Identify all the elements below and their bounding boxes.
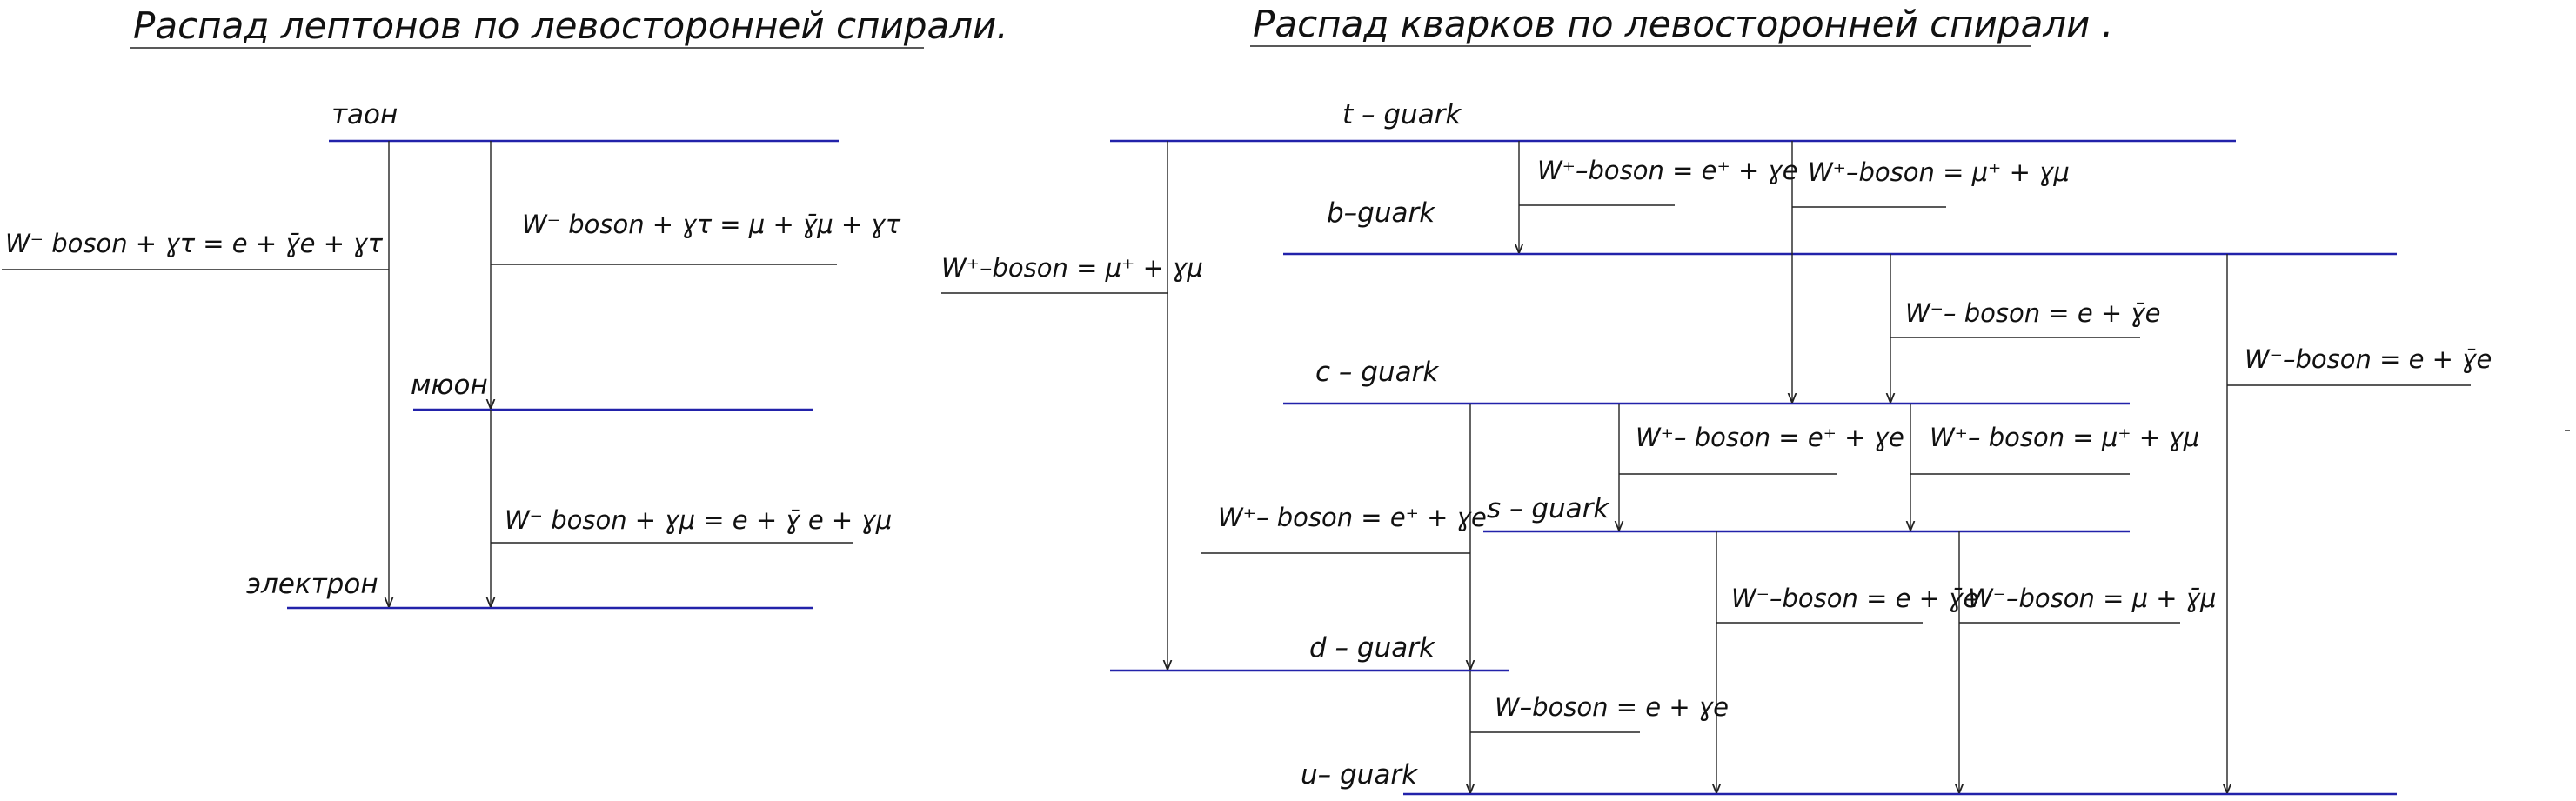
reaction-t-to-b-e: W⁺–boson = e⁺ + ɣe: [1537, 156, 1798, 185]
reaction-c-to-d: W⁺– boson = e⁺ + ɣe: [1218, 503, 1487, 532]
reaction-c-to-s-mu: W⁺– boson = μ⁺ + ɣμ: [1930, 423, 2199, 452]
lepton-title: Распад лептонов по левосторонней спирали…: [130, 4, 1008, 49]
reaction-s-to-u-mu: W⁻–boson = μ + ɣ̄μ: [1968, 584, 2217, 613]
reaction-t-to-d: W⁺–boson = μ⁺ + ɣμ: [941, 253, 1203, 283]
lepton-title-text: Распад лептонов по левосторонней спирали…: [133, 4, 1008, 47]
u-quark-level-label: u– guark: [1301, 759, 1418, 791]
b-quark-level-label: b–guark: [1327, 197, 1435, 229]
d-quark-level-label: d – guark: [1309, 632, 1435, 664]
reaction-muon-to-electron: W⁻ boson + ɣμ = e + ɣ̄ e + ɣμ: [505, 505, 892, 535]
t-quark-level-label: t – guark: [1342, 99, 1462, 130]
c-quark-level-label: c – guark: [1315, 357, 1439, 388]
quark-title-text: Распад кварков по левосторонней спирали …: [1253, 3, 2113, 45]
quark-title: Распад кварков по левосторонней спирали …: [1250, 3, 2113, 47]
reaction-s-to-u-e: W⁻–boson = e + ɣ̄e: [1731, 584, 1978, 613]
s-quark-level-label: s – guark: [1487, 493, 1609, 524]
reaction-t-to-b-mu: W⁺–boson = μ⁺ + ɣμ: [1808, 157, 2070, 187]
reaction-d-to-u: W–boson = e + ɣe: [1495, 692, 1729, 722]
reaction-b-to-u: W⁻–boson = e + ɣ̄e: [2245, 344, 2492, 374]
tau-level-label: таон: [331, 99, 398, 130]
reaction-b-to-c: W⁻– boson = e + ɣ̄e: [1905, 298, 2161, 328]
electron-level-label: электрон: [246, 569, 378, 600]
reaction-tau-to-muon: W⁻ boson + ɣτ = μ + ɣ̄μ + ɣτ: [522, 210, 901, 239]
muon-level-label: мюон: [411, 370, 488, 401]
reaction-tau-to-electron: W⁻ boson + ɣτ = e + ɣ̄e + ɣτ: [5, 229, 383, 258]
reaction-c-to-s-e: W⁺– boson = e⁺ + ɣe: [1636, 423, 1904, 452]
